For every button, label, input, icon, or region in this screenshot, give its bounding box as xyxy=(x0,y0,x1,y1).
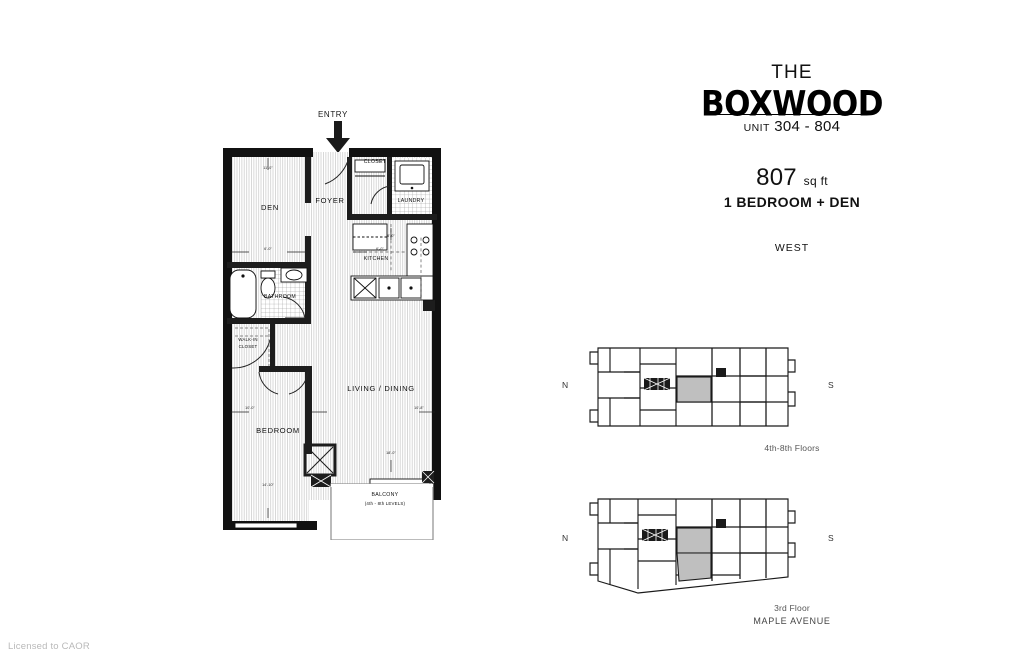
unit-range-line: UNIT 304 - 804 xyxy=(560,118,1024,135)
dimension-living-width: 10'-8" xyxy=(414,406,424,410)
brand-prefix: THE xyxy=(771,62,813,83)
room-label-balcony-note: (4th - 8th LEVELS) xyxy=(364,501,406,506)
entry-arrow-icon xyxy=(326,121,350,153)
upper-floors-keyplan-caption: 4th-8th Floors xyxy=(764,443,820,453)
room-label-closet: CLOSET xyxy=(363,159,387,165)
unit-prefix-label: UNIT xyxy=(743,122,770,134)
license-watermark: Licensed to CAOR xyxy=(8,641,90,652)
title-divider xyxy=(718,114,868,115)
dimension-kitchen-width: 6'-0" xyxy=(376,247,384,251)
keyplan-south-label-third: S xyxy=(828,533,834,543)
third-floor-keyplan-caption: 3rd Floor xyxy=(774,603,810,613)
room-label-den: DEN xyxy=(261,203,279,212)
room-label-foyer: FOYER xyxy=(315,196,345,205)
dimension-bedroom-width: 10'-0" xyxy=(245,406,255,410)
keyplan-north-label-third: N xyxy=(562,533,569,543)
keyplan-north-label-upper: N xyxy=(562,380,569,390)
room-label-balcony: BALCONY xyxy=(371,492,399,498)
title-block-panel: THE BOXWOOD UNIT 304 - 804 807 sq ft 1 B… xyxy=(560,0,1024,662)
entry-label: ENTRY xyxy=(318,110,348,119)
room-label-walkin-closet-line2: CLOSET xyxy=(238,344,258,349)
third-floor-keyplan: N S xyxy=(562,485,834,610)
dimension-den-depth: 6'-0" xyxy=(264,247,272,251)
dimension-kitchen-depth: 8'-0" xyxy=(387,234,395,238)
unit-range-value: 304 - 804 xyxy=(774,118,841,135)
exposure-label: WEST xyxy=(774,242,810,254)
floor-plan-drawing xyxy=(223,148,441,540)
area-unit: sq ft xyxy=(803,174,828,188)
room-label-living-dining: LIVING / DINING xyxy=(347,384,415,393)
unit-type-label: 1 BEDROOM + DEN xyxy=(723,194,861,210)
upper-floors-keyplan: N S xyxy=(562,330,834,450)
dimension-living-depth: 18'-0" xyxy=(386,451,396,455)
room-label-kitchen: KITCHEN xyxy=(363,256,389,262)
dimension-den-width: 11'-0" xyxy=(263,166,273,170)
dimension-bedroom-depth: 14'-10" xyxy=(262,483,274,487)
room-label-bathroom: BATHROOM xyxy=(264,294,296,300)
keyplan-south-label-upper: S xyxy=(828,380,834,390)
brand-name: BOXWOOD xyxy=(701,84,883,125)
room-label-bedroom: BEDROOM xyxy=(256,426,300,435)
floor-plan-panel: ENTRY xyxy=(223,110,441,540)
area-value: 807 xyxy=(756,164,797,191)
area-line: 807 sq ft xyxy=(560,164,1024,192)
room-label-walkin-closet-line1: WALK-IN xyxy=(238,337,258,342)
room-label-laundry: LAUNDRY xyxy=(397,198,425,204)
street-label: MAPLE AVENUE xyxy=(753,616,831,626)
